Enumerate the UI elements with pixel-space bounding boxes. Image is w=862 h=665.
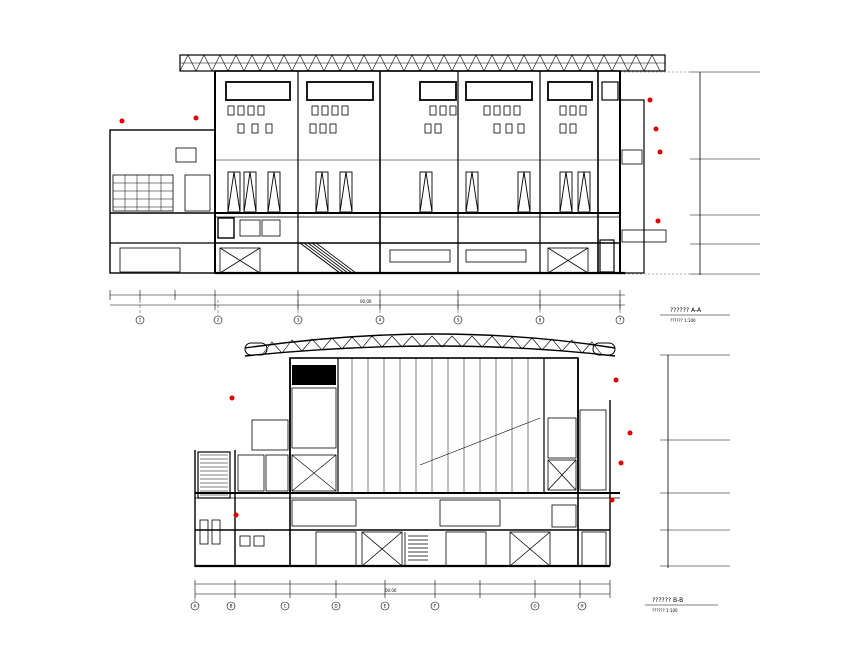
grid-label-b-7: G — [533, 604, 536, 609]
roof-truss-b — [244, 333, 616, 357]
doors-a — [227, 171, 591, 213]
ground-floor-a — [217, 217, 615, 274]
total-dimension-a: 00.00 — [360, 299, 372, 304]
section-b-scale: ?????? 1:100 — [652, 608, 678, 613]
section-b-title-block: ?????? B-B ?????? 1:100 — [645, 597, 718, 613]
left-annex-a — [109, 129, 216, 274]
grid-label-a-1: 1 — [139, 318, 142, 323]
grid-label-b-3: C — [284, 604, 287, 609]
grid-label-a-6: 6 — [539, 318, 542, 323]
left-block-b — [197, 419, 337, 547]
grid-label-a-2: 2 — [217, 318, 220, 323]
section-b-drawing: 00.00 A B C D E F G H ?????? B-B ????? — [190, 333, 730, 613]
grid-label-a-3: 3 — [297, 318, 300, 323]
dimension-line-b: 00.00 — [194, 580, 611, 598]
window-grid-a — [227, 105, 587, 134]
hall-vertical-lines-b — [337, 358, 545, 493]
roof-truss-a — [179, 54, 666, 72]
section-a-drawing: 00.00 1 2 3 4 5 6 7 ?? — [109, 54, 760, 325]
level-markers-b — [229, 354, 730, 568]
grid-label-b-2: B — [230, 604, 233, 609]
level-markers-a — [119, 71, 760, 275]
clerestory-windows-a — [225, 81, 619, 101]
grid-label-b-5: E — [384, 604, 387, 609]
grid-label-b-6: F — [434, 604, 437, 609]
grid-label-a-4: 4 — [379, 318, 382, 323]
grid-label-b-4: D — [334, 604, 337, 609]
section-a-scale: ?????? 1:100 — [670, 318, 696, 323]
grid-label-a-7: 7 — [619, 318, 622, 323]
total-dimension-b: 00.00 — [385, 588, 397, 593]
grid-label-b-1: A — [194, 604, 197, 609]
grid-label-a-5: 5 — [457, 318, 460, 323]
grid-axes-a: 1 2 3 4 5 6 7 — [135, 300, 625, 325]
grid-label-b-8: H — [580, 604, 583, 609]
dimension-line-a: 00.00 — [109, 290, 625, 310]
grid-axes-b: A B C D E F G H — [190, 598, 587, 611]
ground-floor-b — [291, 409, 607, 567]
section-a-title-block: ?????? A-A ?????? 1:100 — [660, 307, 730, 323]
section-a-title: ?????? A-A — [670, 307, 702, 314]
section-b-title: ?????? B-B — [652, 597, 683, 604]
right-annex-a — [619, 99, 667, 274]
